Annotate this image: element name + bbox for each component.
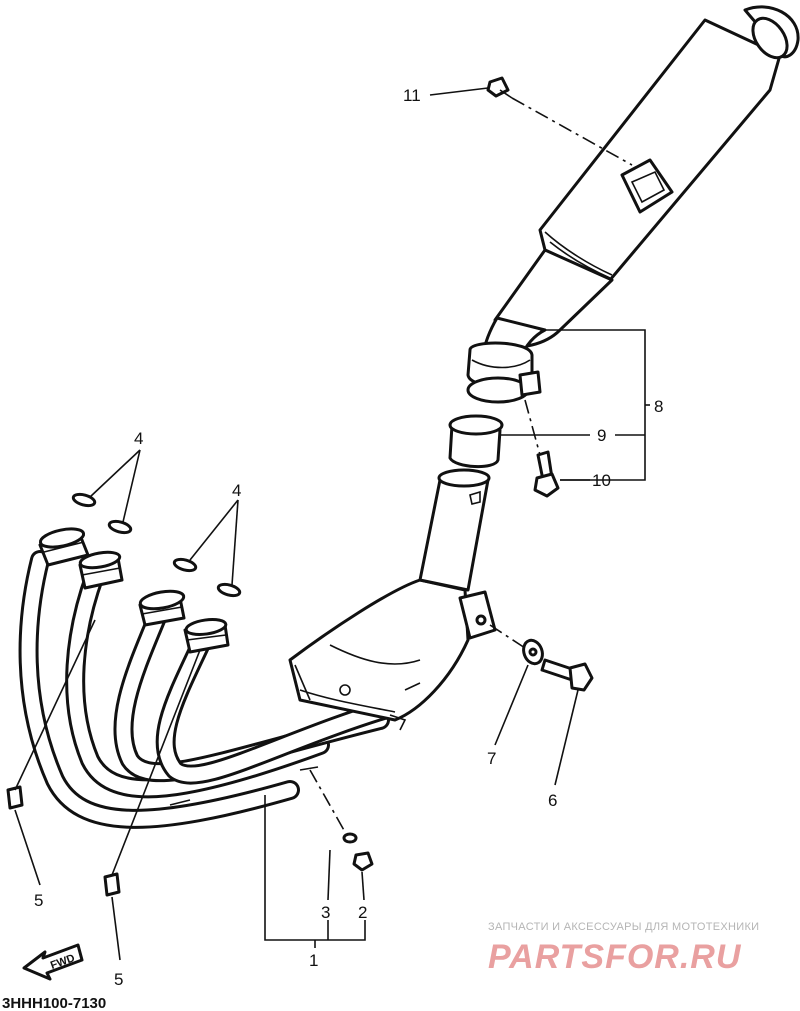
- leader-6-dashed: [489, 624, 526, 649]
- clip-3: [342, 832, 358, 844]
- leader-lines: [14, 87, 650, 961]
- leader-10-dashed: [524, 399, 541, 456]
- callout-11: 11: [403, 86, 421, 105]
- screw-2: [352, 851, 374, 872]
- bolt-11: [486, 76, 513, 99]
- fwd-arrow-icon: FWD: [22, 943, 84, 981]
- washer-7: [522, 638, 544, 666]
- callout-9: 9: [597, 426, 606, 445]
- muffler: [466, 5, 800, 404]
- callout-2: 2: [358, 903, 367, 922]
- callout-1: 1: [309, 951, 318, 970]
- watermark-brand: PARTSFOR.RU: [488, 938, 742, 976]
- callout-5-bottom: 5: [114, 970, 123, 989]
- watermark: ЗАПЧАСТИ И АКСЕССУАРЫ ДЛЯ МОТОТЕХНИКИ PA…: [488, 921, 759, 976]
- callout-6: 6: [548, 791, 557, 810]
- bolt-10: [533, 450, 560, 498]
- callout-3: 3: [321, 903, 330, 922]
- leader-11-dashed: [511, 97, 633, 166]
- leader-3-dashed: [309, 769, 346, 833]
- bolt-6: [540, 658, 594, 692]
- diagram-code: 3HHH100-7130: [2, 995, 106, 1011]
- header-flanges: [38, 527, 230, 654]
- callout-5-left: 5: [34, 891, 43, 910]
- exhaust-pipe-assembly: [18, 468, 497, 829]
- callout-7: 7: [487, 749, 496, 768]
- callout-4-right: 4: [232, 481, 241, 500]
- callout-10: 10: [592, 471, 611, 490]
- gaskets-4: [71, 492, 242, 598]
- callout-8: 8: [654, 397, 663, 416]
- gasket-9: [448, 414, 504, 468]
- watermark-tagline: ЗАПЧАСТИ И АКСЕССУАРЫ ДЛЯ МОТОТЕХНИКИ: [488, 921, 759, 933]
- callout-4-left: 4: [134, 429, 143, 448]
